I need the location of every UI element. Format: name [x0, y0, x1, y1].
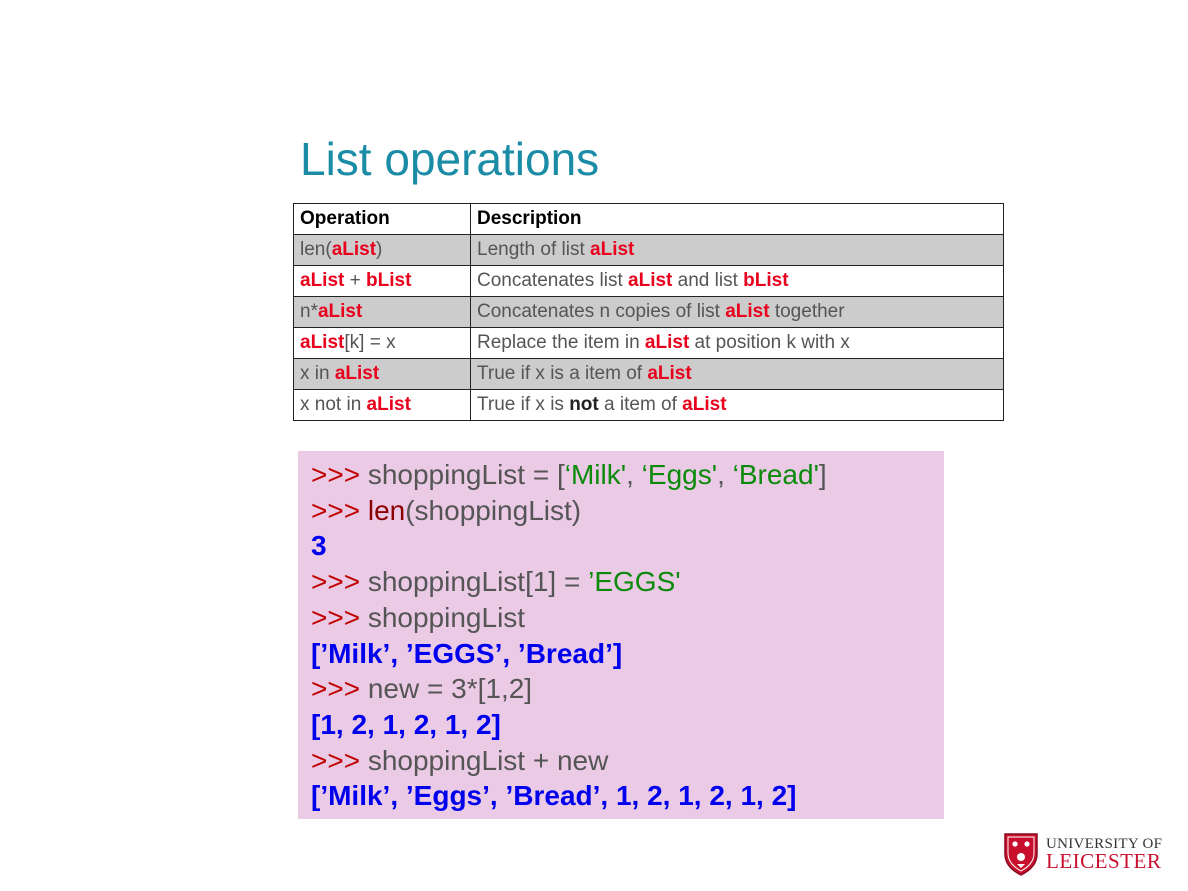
code-line: 3	[298, 528, 944, 564]
shield-icon	[1004, 833, 1038, 876]
operation-cell: x not in aList	[293, 389, 471, 421]
output-text: [1, 2, 1, 2, 1, 2]	[311, 708, 501, 740]
table-header-row: Operation Description	[293, 203, 1004, 235]
cell-text: at position k with x	[689, 332, 850, 353]
highlight-text: aList	[682, 394, 727, 415]
logo-text-line1: UNIVERSITY OF	[1046, 836, 1163, 852]
cell-text: and list	[672, 270, 744, 291]
highlight-text: aList	[300, 332, 345, 353]
prompt-text: >>>	[311, 494, 368, 526]
highlight-text: aList	[644, 332, 690, 353]
string-literal: ‘Milk'	[564, 459, 627, 490]
highlight-text: aList	[725, 301, 770, 322]
code-line: >>> shoppingList	[298, 600, 944, 636]
table-row: len(aList)Length of list aList	[293, 234, 1004, 266]
code-line: >>> shoppingList + new	[298, 743, 944, 779]
description-cell: True if x is a item of aList	[470, 358, 1004, 390]
cell-text: len(	[300, 239, 332, 260]
code-text: shoppingList + new	[367, 744, 609, 776]
highlight-text: aList	[300, 270, 345, 291]
highlight-text: aList	[366, 394, 411, 415]
output-text: [’Milk’, ’Eggs’, ’Bread’, 1, 2, 1, 2, 1,…	[311, 780, 797, 812]
cell-text: +	[344, 270, 367, 291]
cell-text: n*	[300, 301, 318, 322]
prompt-text: >>>	[311, 459, 368, 490]
cell-text: Concatenates n copies of list	[477, 301, 726, 322]
operation-cell: aList + bList	[293, 265, 471, 297]
highlight-text: aList	[590, 239, 635, 260]
header-operation: Operation	[293, 203, 471, 235]
cell-text: )	[376, 239, 383, 260]
operation-cell: n*aList	[293, 296, 471, 328]
description-cell: Concatenates list aList and list bList	[470, 265, 1004, 297]
slide-title: List operations	[300, 133, 600, 185]
highlight-text: aList	[628, 270, 673, 291]
output-text: [’Milk’, ’EGGS’, ’Bread’]	[311, 637, 623, 669]
header-description: Description	[470, 203, 1004, 235]
cell-text: True if x is a item of	[477, 363, 648, 384]
code-text: ,	[717, 459, 733, 490]
description-cell: Length of list aList	[470, 234, 1004, 266]
code-line: >>> shoppingList[1] = ’EGGS'	[298, 564, 944, 600]
cell-text: Concatenates list	[477, 270, 629, 291]
operation-cell: aList[k] = x	[293, 327, 471, 359]
cell-text: x in	[300, 363, 335, 384]
code-line: >>> shoppingList = [‘Milk', ‘Eggs', ‘Bre…	[298, 457, 944, 493]
string-literal: ’EGGS'	[588, 566, 681, 598]
string-literal: ‘Bread'	[732, 459, 819, 490]
cell-text: Replace the item in	[477, 332, 645, 353]
code-line: >>> new = 3*[1,2]	[298, 671, 944, 707]
code-text: new = 3*[1,2]	[367, 673, 533, 705]
builtin-function: len	[367, 494, 406, 526]
highlight-text: aList	[317, 301, 363, 322]
description-cell: True if x is not a item of aList	[470, 389, 1004, 421]
code-text: shoppingList	[367, 601, 526, 633]
code-text: ]	[818, 459, 827, 490]
prompt-text: >>>	[311, 744, 368, 776]
code-line: [1, 2, 1, 2, 1, 2]	[298, 707, 944, 743]
university-logo: UNIVERSITY OF LEICESTER	[1003, 831, 1163, 877]
code-example-box: >>> shoppingList = [‘Milk', ‘Eggs', ‘Bre…	[298, 451, 944, 819]
prompt-text: >>>	[311, 601, 368, 633]
highlight-text: aList	[334, 363, 380, 384]
code-text: shoppingList = [	[367, 459, 565, 490]
cell-text: together	[769, 301, 845, 322]
prompt-text: >>>	[311, 673, 368, 705]
highlight-text: aList	[331, 239, 377, 260]
description-cell: Replace the item in aList at position k …	[470, 327, 1004, 359]
code-text: (shoppingList)	[405, 494, 582, 526]
cell-text: Length of list	[477, 239, 591, 260]
string-literal: ‘Eggs'	[641, 459, 718, 490]
cell-text: [k] = x	[344, 332, 396, 353]
prompt-text: >>>	[311, 566, 368, 598]
highlight-text: bList	[366, 270, 412, 291]
description-cell: Concatenates n copies of list aList toge…	[470, 296, 1004, 328]
highlight-text: bList	[743, 270, 789, 291]
output-text: 3	[311, 530, 327, 562]
operation-cell: len(aList)	[293, 234, 471, 266]
code-text: ,	[626, 459, 642, 490]
code-line: >>> len(shoppingList)	[298, 493, 944, 529]
cell-text: True if x is	[477, 394, 570, 415]
code-line: [’Milk’, ’EGGS’, ’Bread’]	[298, 636, 944, 672]
operations-table: Operation Description len(aList)Length o…	[293, 203, 1004, 421]
operation-cell: x in aList	[293, 358, 471, 390]
logo-text-line2: LEICESTER	[1046, 849, 1162, 873]
cell-text: x not in	[300, 394, 367, 415]
code-line: [’Milk’, ’Eggs’, ’Bread’, 1, 2, 1, 2, 1,…	[298, 778, 944, 814]
cell-text: a item of	[598, 394, 683, 415]
code-text: shoppingList[1] =	[367, 566, 589, 598]
bold-text: not	[569, 394, 599, 415]
highlight-text: aList	[647, 363, 692, 384]
